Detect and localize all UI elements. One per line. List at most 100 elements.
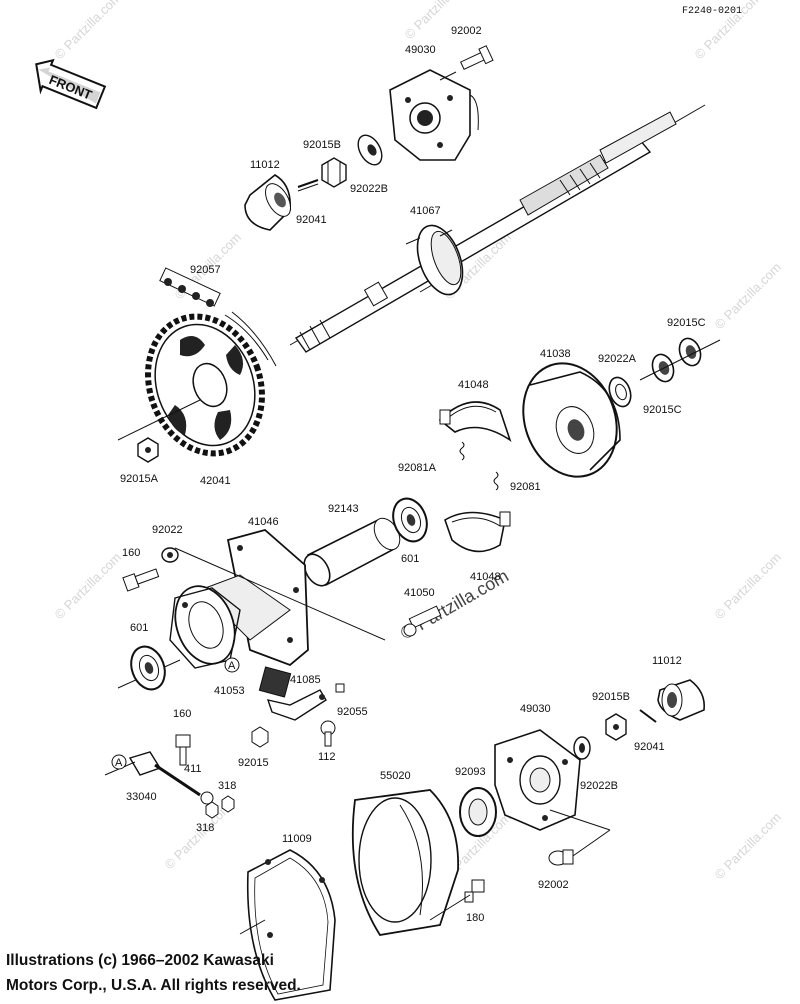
nut-318-b bbox=[205, 801, 219, 819]
bearing-left bbox=[130, 645, 166, 691]
part-label: 41048 bbox=[458, 379, 489, 391]
diagram-code: F2240-0201 bbox=[682, 6, 743, 17]
brake-drum bbox=[522, 362, 621, 478]
part-label: 49030 bbox=[405, 44, 436, 56]
part-label: 41038 bbox=[540, 348, 571, 360]
part-label: 92055 bbox=[337, 706, 368, 718]
copyright-notice: Illustrations (c) 1966–2002 Kawasaki Mot… bbox=[6, 948, 426, 998]
cotter-pin-top bbox=[297, 179, 319, 192]
cotter-pin-bottom bbox=[639, 709, 657, 723]
drum-nut-b bbox=[678, 337, 702, 367]
nut-92015 bbox=[251, 726, 269, 748]
part-label: 41048 bbox=[470, 571, 501, 583]
hub-cover bbox=[351, 789, 459, 936]
part-label: 11012 bbox=[250, 159, 280, 171]
part-label: 92081 bbox=[510, 481, 541, 493]
part-label: 92002 bbox=[451, 25, 482, 37]
part-label: 11012 bbox=[652, 655, 682, 667]
front-arrow-icon: FRONT bbox=[35, 58, 107, 110]
drive-chain bbox=[159, 267, 277, 367]
part-label: 42041 bbox=[200, 475, 231, 487]
watermark-text: © Partzilla.com bbox=[712, 550, 785, 623]
bolt-160-a bbox=[122, 568, 160, 592]
cover-gasket bbox=[246, 849, 336, 1001]
copyright-line: Illustrations (c) 1966–2002 Kawasaki bbox=[6, 952, 274, 969]
part-label: A bbox=[228, 660, 236, 672]
part-label: 318 bbox=[196, 822, 214, 834]
part-label: 160 bbox=[122, 547, 140, 559]
part-label: 33040 bbox=[126, 791, 157, 803]
part-label: 411 bbox=[184, 763, 202, 775]
drive-hub-bottom bbox=[494, 729, 581, 831]
brake-spring-b bbox=[493, 471, 499, 491]
part-label: 180 bbox=[466, 912, 484, 924]
brake-shoe-bottom bbox=[444, 511, 511, 553]
part-label: 112 bbox=[318, 751, 336, 763]
bearing-right bbox=[392, 497, 428, 543]
chain-adjuster bbox=[128, 751, 203, 797]
part-label: 92093 bbox=[455, 766, 486, 778]
watermark-text: © Partzilla.com bbox=[162, 800, 235, 873]
part-label: 92022B bbox=[350, 183, 388, 195]
part-label: 92015B bbox=[303, 139, 341, 151]
part-label: 55020 bbox=[380, 770, 411, 782]
part-label: 92057 bbox=[190, 264, 221, 276]
nut-318-a bbox=[221, 795, 235, 813]
nut-top bbox=[321, 157, 347, 188]
watermark-text: © Partzilla.com bbox=[712, 260, 785, 333]
watermark-text: © Partzilla.com bbox=[692, 0, 765, 62]
copyright-line: Motors Corp., U.S.A. All rights reserved… bbox=[6, 977, 301, 994]
watermark-text: © Partzilla.com bbox=[52, 0, 125, 62]
part-label: 41046 bbox=[248, 516, 279, 528]
rear-sprocket bbox=[145, 313, 265, 457]
nut-411 bbox=[200, 791, 214, 805]
washer-bottom bbox=[573, 736, 591, 760]
part-label: 92015C bbox=[643, 404, 682, 416]
part-label: A bbox=[115, 757, 123, 769]
part-label: 41050 bbox=[404, 587, 435, 599]
sprocket-nut bbox=[137, 437, 159, 463]
part-label: 601 bbox=[401, 553, 419, 565]
bolt-160-b bbox=[175, 734, 191, 766]
axle-housing bbox=[169, 529, 309, 669]
part-label: 11009 bbox=[282, 833, 312, 845]
bolt-bottom bbox=[548, 849, 574, 866]
rear-axle bbox=[289, 104, 706, 353]
watermark-text: © Partzilla.com bbox=[712, 810, 785, 883]
axle-hub-flange bbox=[405, 224, 464, 296]
axle-cap-bottom bbox=[657, 679, 706, 721]
part-label: 92015 bbox=[238, 757, 269, 769]
nut-bottom bbox=[605, 713, 627, 741]
part-label: 92041 bbox=[634, 741, 665, 753]
part-label: 92002 bbox=[538, 879, 569, 891]
part-label: 92041 bbox=[296, 214, 327, 226]
bolt-180 bbox=[464, 879, 485, 903]
reference-marker-a2 bbox=[111, 754, 127, 770]
part-label: 49030 bbox=[520, 703, 551, 715]
part-label: 92015C bbox=[667, 317, 706, 329]
washer-top bbox=[357, 134, 383, 166]
bolt-112 bbox=[320, 720, 336, 747]
part-label: 160 bbox=[173, 708, 191, 720]
drum-washer bbox=[608, 376, 632, 408]
watermark-text: © Partzilla.com bbox=[52, 550, 125, 623]
part-label: 318 bbox=[218, 780, 236, 792]
part-label: 41085 bbox=[290, 674, 321, 686]
part-label: 92143 bbox=[328, 503, 359, 515]
part-label: 92022A bbox=[598, 353, 637, 365]
part-label: 601 bbox=[130, 622, 148, 634]
reference-marker-a1 bbox=[224, 657, 240, 673]
washer-92022 bbox=[161, 547, 179, 563]
part-label: 92022 bbox=[152, 524, 183, 536]
brake-lever bbox=[258, 666, 327, 721]
part-label: 92022B bbox=[580, 780, 618, 792]
part-label: 92081A bbox=[398, 462, 437, 474]
pin-92055 bbox=[335, 683, 345, 693]
axle-cap-top bbox=[244, 174, 292, 231]
part-label: 92015B bbox=[592, 691, 630, 703]
part-label: 92015A bbox=[120, 473, 159, 485]
bolt-top bbox=[460, 45, 494, 70]
part-label: 41067 bbox=[410, 205, 441, 217]
brake-shoe-top bbox=[438, 401, 512, 442]
